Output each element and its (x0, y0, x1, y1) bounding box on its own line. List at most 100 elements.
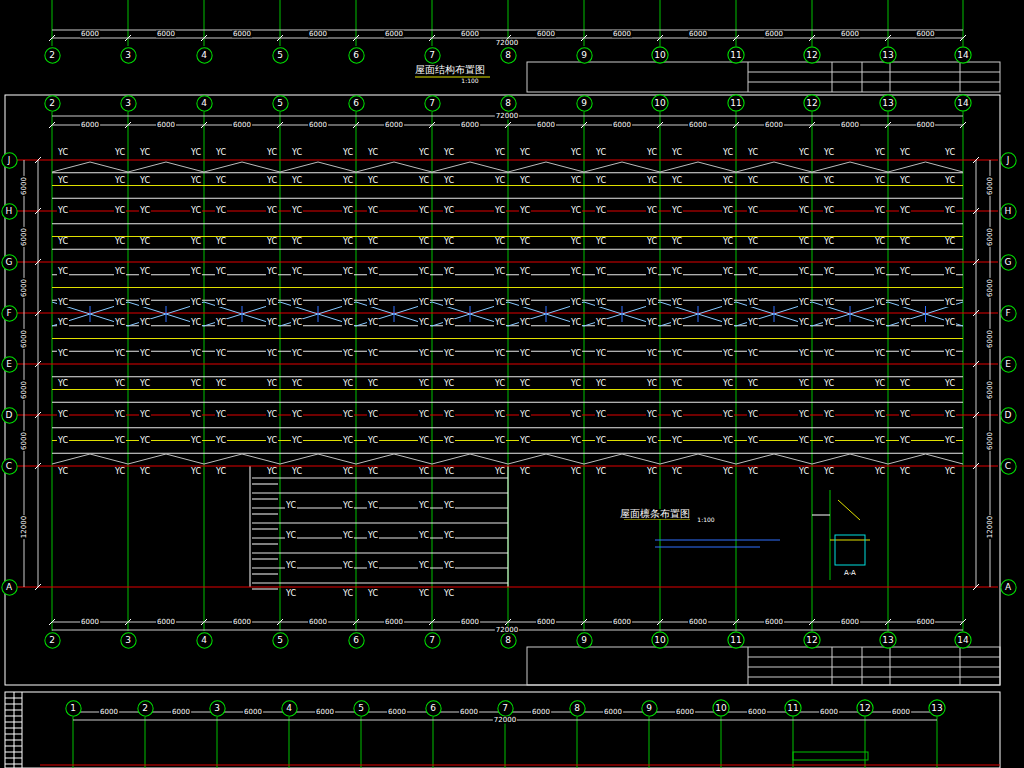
axis-number: 11 (727, 94, 745, 112)
member-code: YC (367, 350, 379, 358)
bubble-circle (353, 700, 368, 715)
axis-line (17, 466, 998, 467)
dimension-text: 6000 (819, 709, 839, 716)
dimension-text: 6000 (308, 31, 328, 38)
member-code: YC (342, 207, 354, 215)
axis-line (17, 364, 998, 365)
member-code: YC (443, 437, 455, 445)
member-code: YC (367, 502, 379, 510)
member-code: YC (367, 319, 379, 327)
bubble-circle (424, 95, 439, 110)
title-block-divider (748, 62, 749, 92)
axis-line (17, 211, 998, 212)
member-code: YC (874, 319, 886, 327)
scale-note: 1:100 (696, 517, 715, 523)
axis-line (280, 0, 281, 46)
member-code: YC (291, 350, 303, 358)
member-code: YC (443, 468, 455, 476)
tie-line (774, 306, 775, 322)
axis-line (736, 0, 737, 46)
member-code: YC (798, 319, 810, 327)
member-code: YC (266, 177, 278, 185)
member-code: YC (874, 411, 886, 419)
axis-bubble: 11 (727, 46, 745, 64)
dimension-text: 6000 (916, 619, 936, 626)
member-code: YC (722, 468, 734, 476)
step-line (252, 514, 278, 515)
purlin-line (252, 583, 508, 584)
member-code: YC (494, 299, 506, 307)
member-code: YC (899, 437, 911, 445)
dimension-text: 6000 (840, 619, 860, 626)
axis-line (963, 0, 964, 46)
member-code: YC (418, 350, 430, 358)
member-code: YC (519, 268, 531, 276)
axis-bubble: 3 (120, 95, 137, 112)
member-code: YC (899, 177, 911, 185)
axis-number: 3 (120, 632, 137, 649)
brace-line (774, 454, 812, 464)
axis-bubble: 12 (856, 699, 874, 717)
axis-number: 7 (424, 95, 441, 112)
bubble-circle (497, 700, 512, 715)
bubble-circle (1, 407, 16, 422)
member-code: YC (798, 350, 810, 358)
member-code: YC (494, 468, 506, 476)
member-code: YC (215, 177, 227, 185)
axis-bubble: C (1, 458, 18, 475)
axis-number: 10 (651, 94, 669, 112)
member-code: YC (215, 299, 227, 307)
member-code: YC (291, 468, 303, 476)
axis-line (432, 0, 433, 46)
member-code: YC (899, 411, 911, 419)
member-code: YC (114, 350, 126, 358)
dimension-text: 6000 (536, 122, 556, 129)
member-code: YC (944, 411, 956, 419)
axis-line (17, 415, 998, 416)
dimension-text: 6000 (21, 431, 28, 451)
member-code: YC (139, 268, 151, 276)
dimension-text: 6000 (688, 31, 708, 38)
tie-line (546, 306, 547, 322)
member-code: YC (595, 149, 607, 157)
member-code: YC (139, 299, 151, 307)
member-code: YC (418, 177, 430, 185)
axis-line (649, 717, 650, 768)
section-mark: A-A (843, 570, 857, 577)
dimension-text: 6000 (308, 122, 328, 129)
member-code: YC (646, 380, 658, 388)
axis-line (52, 112, 53, 631)
axis-bubble: 4 (196, 47, 213, 64)
tie-line (166, 306, 167, 322)
axis-number: 7 (497, 700, 514, 717)
dimension-text: 6000 (21, 380, 28, 400)
member-code: YC (519, 299, 531, 307)
dimension-text: 6000 (764, 122, 784, 129)
member-code: YC (747, 268, 759, 276)
member-code: YC (342, 319, 354, 327)
axis-line (888, 0, 889, 46)
member-code: YC (266, 238, 278, 246)
member-code: YC (190, 319, 202, 327)
member-code: YC (823, 319, 835, 327)
axis-number: 2 (44, 632, 61, 649)
member-code: YC (190, 177, 202, 185)
member-code: YC (519, 380, 531, 388)
member-code: YC (190, 437, 202, 445)
dimension-text: 6000 (171, 709, 191, 716)
brace-line (736, 454, 774, 464)
purlin-line (252, 523, 508, 524)
axis-number: 5 (353, 700, 370, 717)
dimension-line (52, 30, 963, 31)
bubble-circle (785, 700, 801, 716)
axis-bubble: 7 (424, 95, 441, 112)
brace-line (508, 162, 546, 172)
axis-number: 6 (348, 47, 365, 64)
member-code: YC (57, 437, 69, 445)
axis-number: 13 (879, 46, 897, 64)
title-block-divider (862, 62, 863, 92)
tie-line (925, 306, 926, 322)
dimension-text: 6000 (384, 619, 404, 626)
axis-number: 4 (281, 700, 298, 717)
axis-number: 8 (500, 95, 517, 112)
